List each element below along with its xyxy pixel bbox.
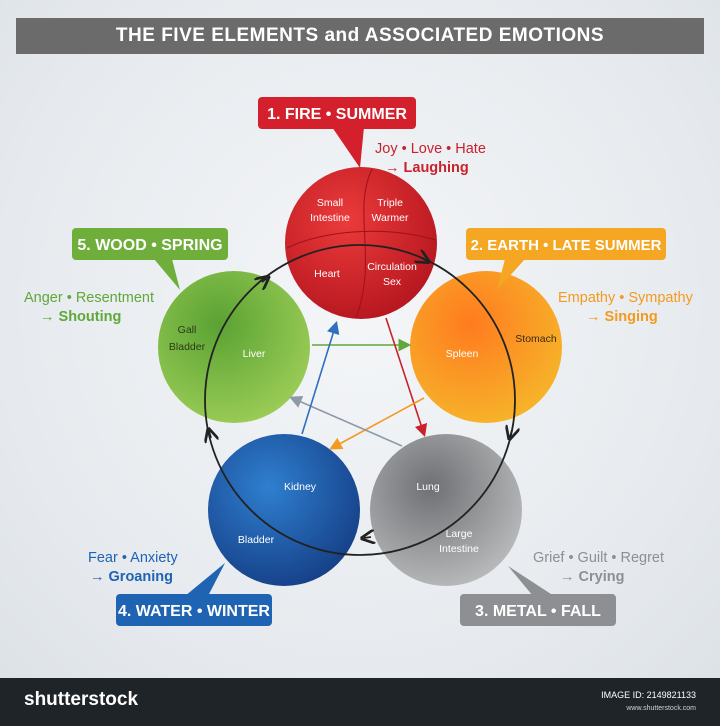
organ-stomach: Stomach [515,333,557,345]
stock-logo: shutterstock [24,689,139,710]
metal-emotions: Grief • Guilt • Regret [533,550,664,566]
organ-lung: Lung [416,481,440,493]
ring-arrow-water-wood [209,431,211,438]
wood-label-text: 5. WOOD • SPRING [77,237,222,254]
fire-divider-vertical [355,168,373,319]
water-label-box [116,594,272,626]
fire-sound: → Laughing [385,160,469,176]
water-label-text: 4. WATER • WINTER [118,603,270,620]
earth-label-text: 2. EARTH • LATE SUMMER [471,237,662,254]
earth-circle [410,271,562,423]
wood-label-box [72,228,228,260]
fire-divider-horizontal [286,230,437,249]
fire-label-tail [332,127,364,168]
organ-spleen: Spleen [446,348,479,360]
organ-bladder: Bladder [238,534,275,546]
stock-footer: shutterstock IMAGE ID: 2149821133 www.sh… [0,678,720,726]
ring-arrow-metal-water [364,537,371,538]
metal-label-text: 3. METAL • FALL [475,603,601,620]
earth-label-box [466,228,666,260]
ring-arrow-wood-fire [262,278,267,282]
fire-label-text: 1. FIRE • SUMMER [267,106,407,123]
water-sound: → Groaning [90,569,173,585]
arrow-water-to-fire [301,320,340,435]
metal-sound: → Crying [560,569,624,585]
fire-circle [285,167,437,319]
metal-label-tail [508,566,554,596]
cycle-ring [204,244,516,556]
metal-label-box [460,594,616,626]
wood-emotions: Anger • Resentment [24,290,154,306]
arrow-fire-to-metal [385,317,428,438]
organ-kidney: Kidney [284,481,317,493]
organ-heart: Heart [314,268,340,280]
wood-circle [158,271,310,423]
water-label-tail [185,563,225,596]
wood-label-tail [154,259,180,290]
earth-emotions: Empathy • Sympathy [558,290,694,306]
diagram-title: THE FIVE ELEMENTS and ASSOCIATED EMOTION… [16,18,704,54]
image-id-label: IMAGE ID: 2149821133 [601,690,696,700]
wood-sound: → Shouting [40,309,121,325]
earth-sound: → Singing [586,309,658,325]
ring-arrow-fire-earth [420,257,427,261]
organ-liver: Liver [243,348,266,360]
arrow-earth-to-water [329,397,425,450]
water-circle [208,434,360,586]
water-emotions: Fear • Anxiety [88,550,178,566]
fire-emotions: Joy • Love • Hate [375,141,486,157]
stock-site-url: www.shutterstock.com [626,705,696,712]
earth-label-tail [497,259,525,290]
metal-circle [370,434,522,586]
ring-arrow-earth-metal [510,430,512,437]
fire-label-box [258,97,416,129]
